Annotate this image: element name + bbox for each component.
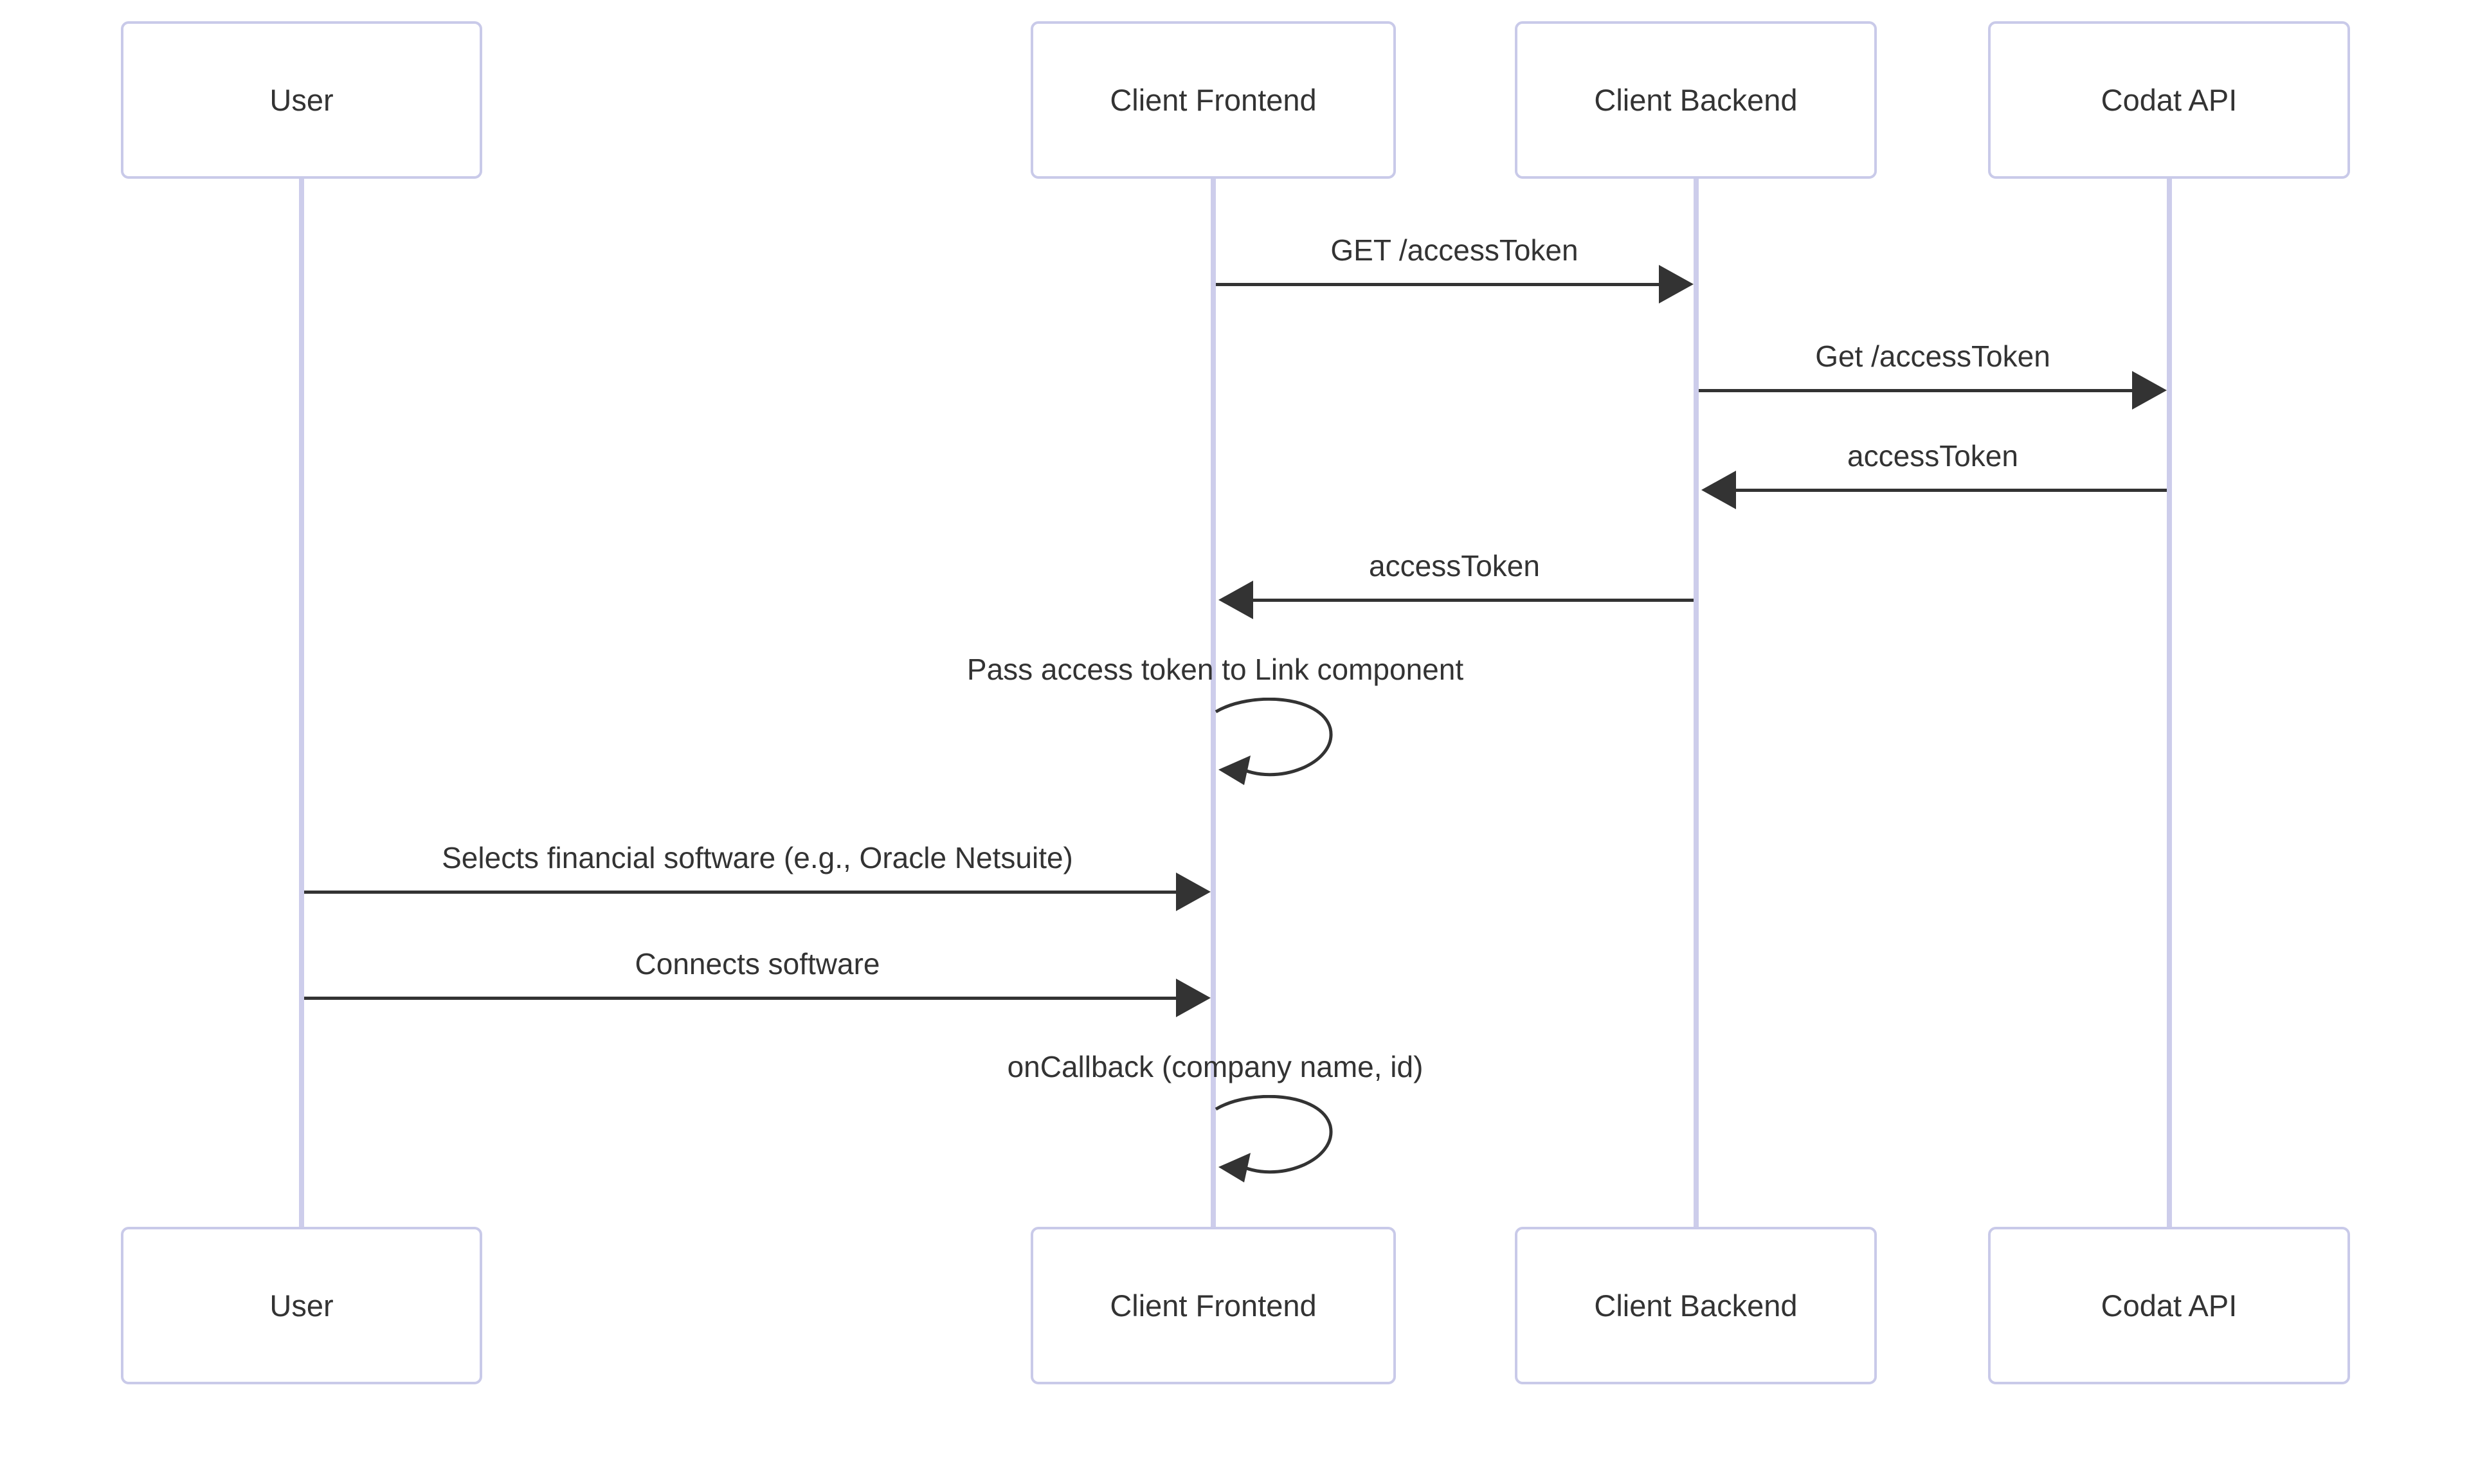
message-line: [1216, 283, 1660, 286]
actor-label-codat-api: Codat API: [2101, 83, 2238, 117]
actor-box-codat-api-top: Codat API: [1988, 21, 2350, 179]
message-label-accesstoken-to-frontend: accessToken: [1369, 549, 1540, 583]
message-line: [304, 997, 1177, 1000]
message-line: [304, 891, 1177, 894]
arrowhead-left-icon: [1701, 471, 1736, 509]
actor-label-user: User: [269, 1289, 334, 1323]
self-loop-arrow-icon: [1215, 1095, 1333, 1182]
actor-box-client-frontend-top: Client Frontend: [1031, 21, 1396, 179]
actor-box-client-backend-top: Client Backend: [1515, 21, 1877, 179]
actor-box-client-frontend-bottom: Client Frontend: [1031, 1227, 1396, 1384]
arrowhead-right-icon: [1176, 979, 1211, 1017]
message-label-selects-software: Selects financial software (e.g., Oracle…: [442, 841, 1073, 874]
actor-box-codat-api-bottom: Codat API: [1988, 1227, 2350, 1384]
message-line: [1735, 489, 2167, 492]
message-label-get-accesstoken: GET /accessToken: [1330, 233, 1578, 267]
self-loop-arrow-icon: [1215, 698, 1333, 785]
message-label-pass-access-token: Pass access token to Link component: [966, 653, 1464, 686]
message-label-oncallback: onCallback (company name, id): [1007, 1050, 1424, 1083]
arrowhead-left-icon: [1218, 581, 1253, 619]
message-label-get-accesstoken-codat: Get /accessToken: [1815, 339, 2050, 373]
actor-label-codat-api: Codat API: [2101, 1289, 2238, 1323]
actor-box-user-bottom: User: [121, 1227, 482, 1384]
message-line: [1699, 389, 2133, 392]
lifeline-client-backend: [1694, 179, 1699, 1227]
actor-box-client-backend-bottom: Client Backend: [1515, 1227, 1877, 1384]
actor-label-client-frontend: Client Frontend: [1110, 1289, 1317, 1323]
actor-label-user: User: [269, 83, 334, 117]
actor-label-client-frontend: Client Frontend: [1110, 83, 1317, 117]
message-label-accesstoken-return: accessToken: [1847, 439, 2018, 473]
lifeline-codat-api: [2167, 179, 2172, 1227]
actor-box-user-top: User: [121, 21, 482, 179]
actor-label-client-backend: Client Backend: [1594, 1289, 1798, 1323]
message-label-connects-software: Connects software: [635, 947, 880, 981]
arrowhead-right-icon: [1659, 265, 1694, 303]
lifeline-user: [299, 179, 304, 1227]
lifeline-client-frontend: [1211, 179, 1216, 1227]
message-line: [1252, 599, 1694, 602]
actor-label-client-backend: Client Backend: [1594, 83, 1798, 117]
arrowhead-right-icon: [1176, 873, 1211, 911]
arrowhead-right-icon: [2132, 371, 2167, 410]
